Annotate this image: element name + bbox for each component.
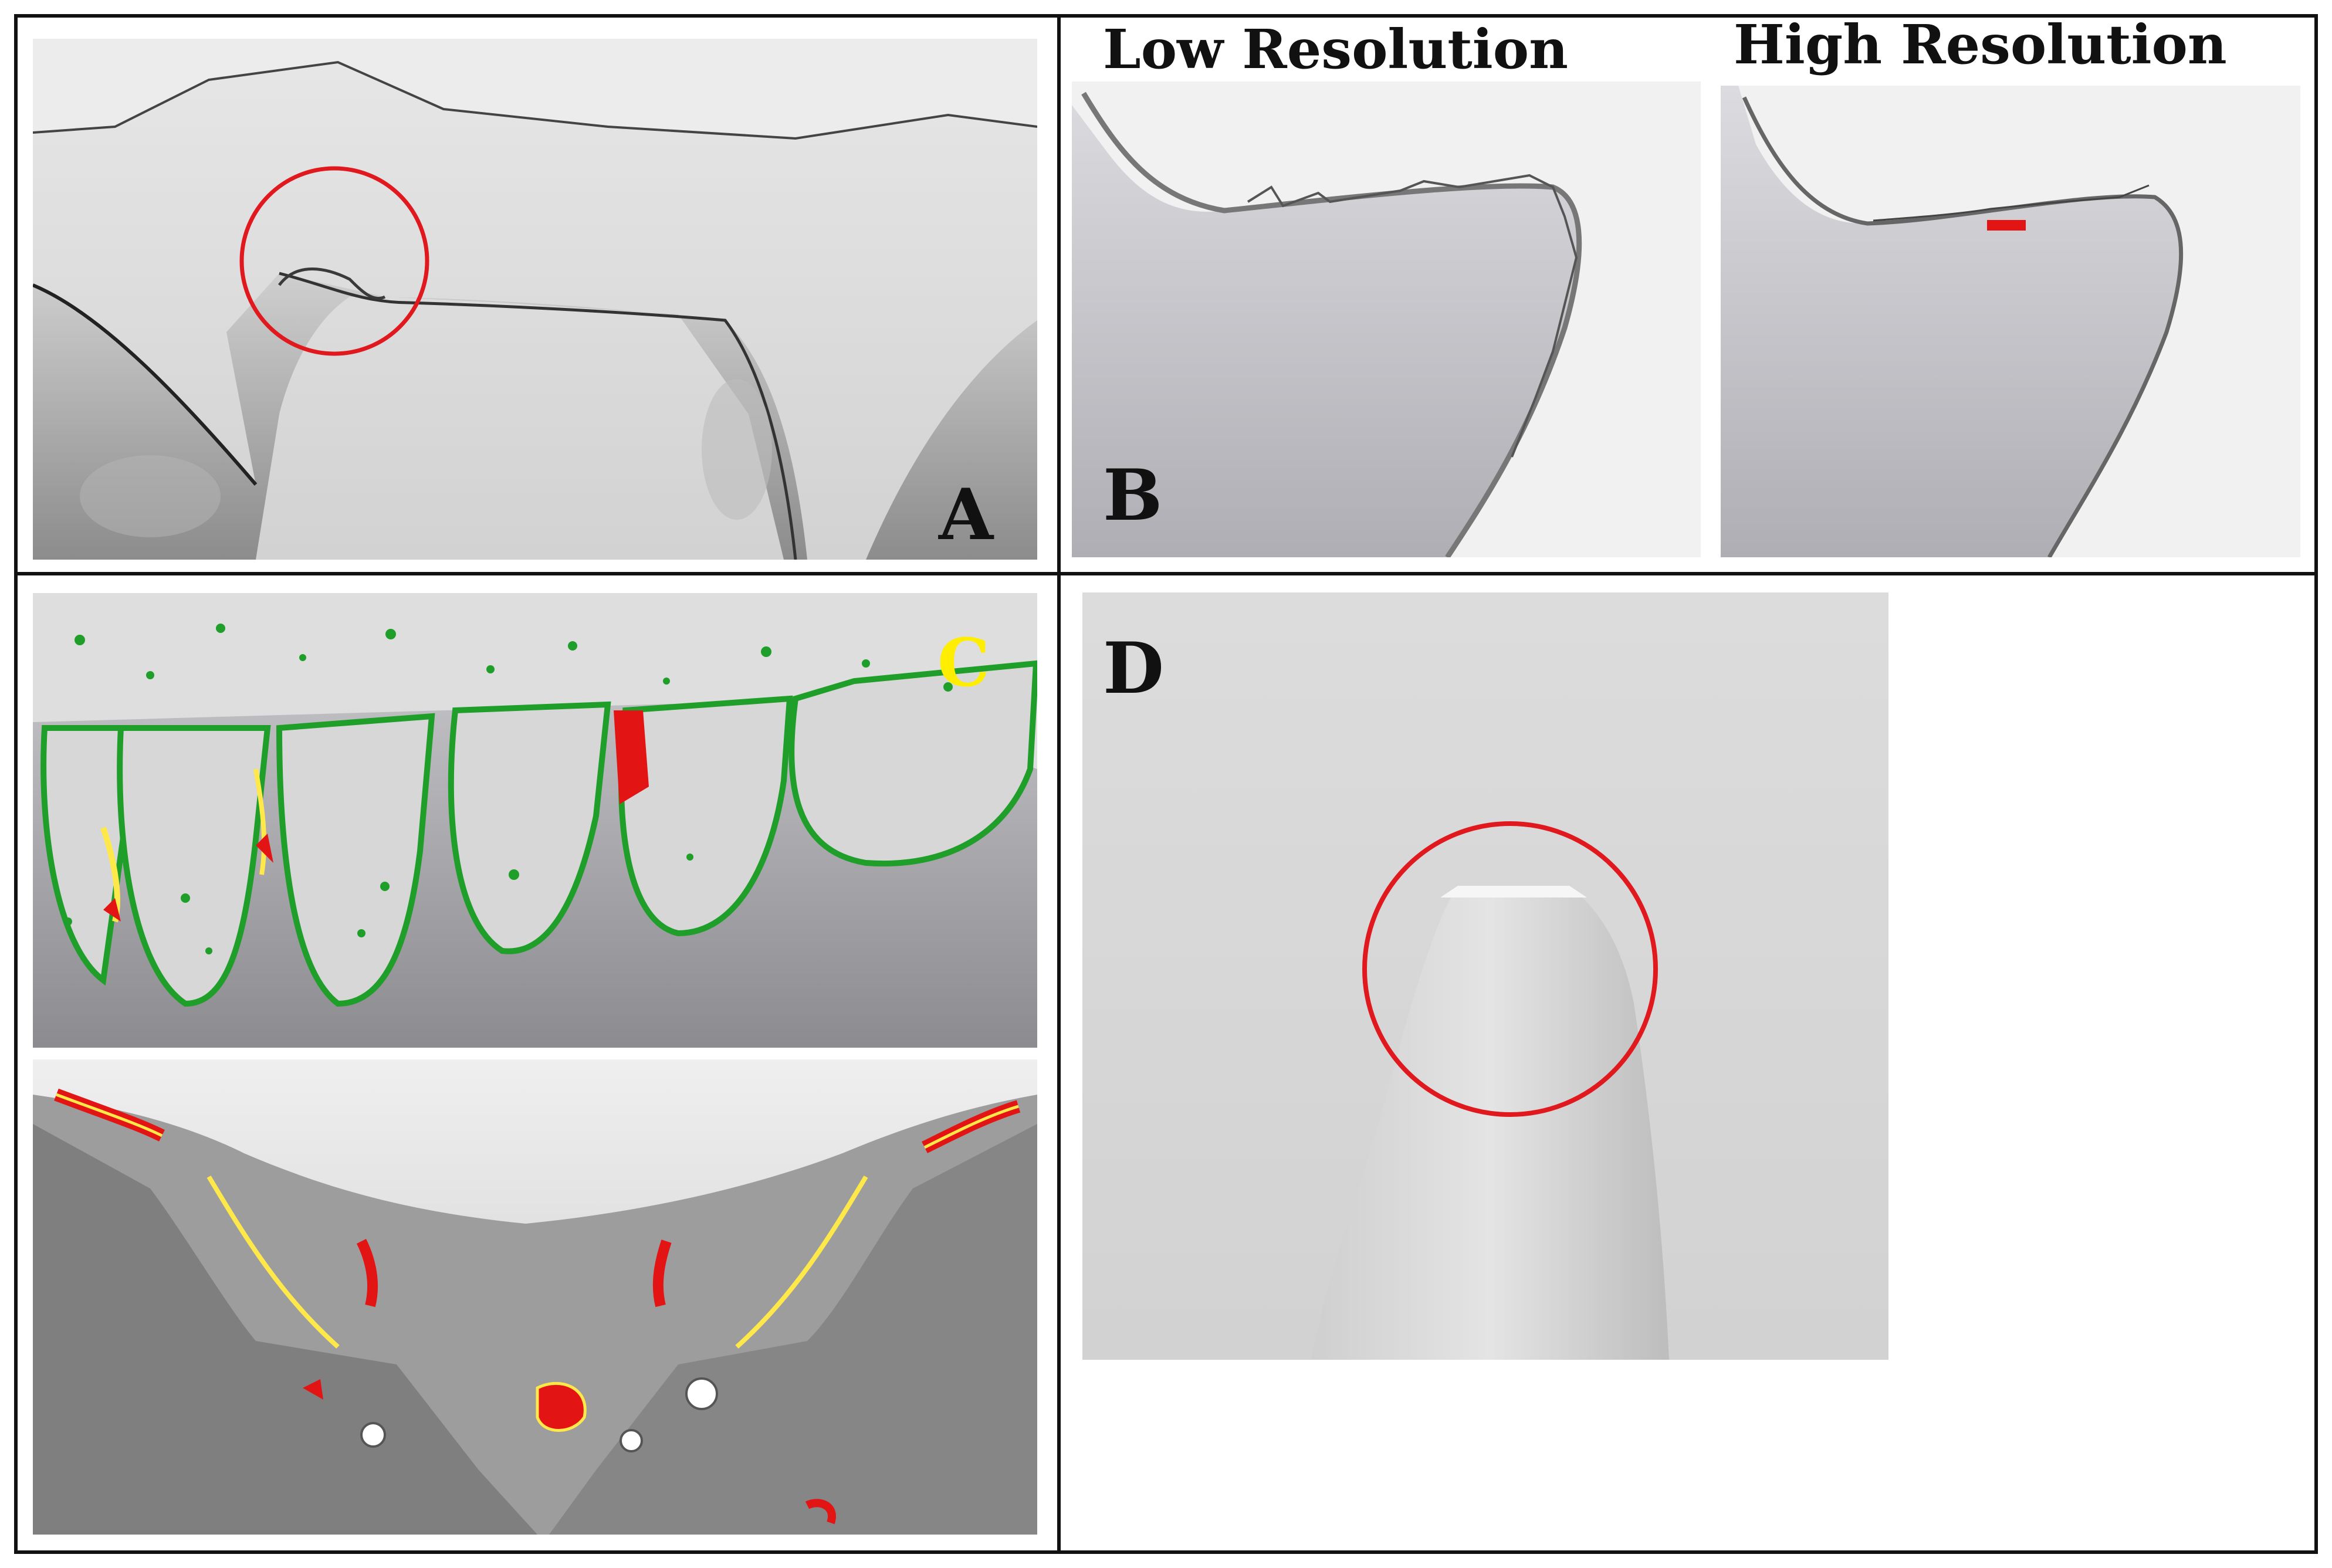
panel-c-teeth-image	[33, 593, 1037, 1048]
panel-d-image	[1082, 592, 1888, 1360]
panel-b-left-title: Low Resolution	[1103, 18, 1568, 81]
panel-b-right-title: High Resolution	[1734, 13, 2227, 76]
panel-c-label: C	[937, 625, 990, 702]
panel-b-low-res-image	[1072, 82, 1701, 557]
panel-d-label: D	[1103, 627, 1165, 710]
panel-b-high-res-image	[1721, 86, 2300, 557]
panel-a-image	[33, 39, 1037, 560]
deviation-marker	[1987, 220, 2026, 231]
figure-frame	[14, 14, 2318, 1554]
vertical-divider	[1057, 14, 1061, 1554]
highlight-circle-a	[239, 166, 429, 356]
panel-a-label: A	[939, 473, 994, 556]
horizontal-divider	[14, 572, 2318, 575]
highlight-circle-d	[1362, 821, 1658, 1117]
panel-b-label: B	[1103, 454, 1163, 537]
panel-c-palate-image	[33, 1059, 1037, 1535]
